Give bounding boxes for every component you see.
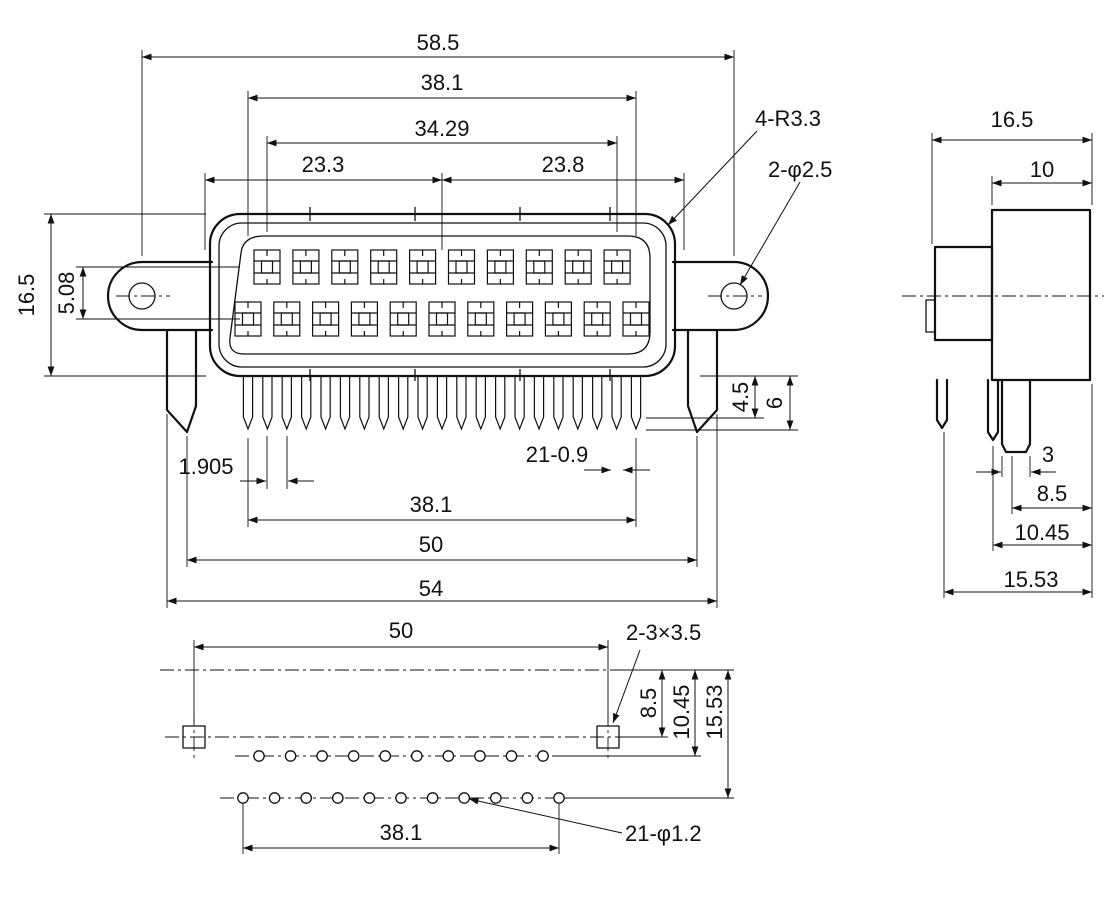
dim-front-row-span-top: 38.1 [421, 70, 464, 95]
dim-front-54: 54 [419, 576, 443, 601]
note-corner-radius: 4-R3.3 [755, 106, 821, 131]
front-view [106, 207, 770, 434]
dim-side-10-45: 10.45 [1014, 520, 1069, 545]
board-lock-left [165, 329, 198, 434]
leader-slot [612, 649, 641, 724]
note-leg-width: 21-0.9 [526, 442, 588, 467]
dim-front-23-8: 23.8 [542, 152, 585, 177]
side-body [990, 208, 1092, 382]
leader-hole [468, 797, 623, 834]
connector-body [208, 212, 677, 378]
side-view [902, 208, 1104, 454]
leader-corner-radius [667, 130, 758, 226]
mounting-pad-right [596, 725, 620, 749]
dim-footprint-15-53: 15.53 [702, 684, 727, 739]
footprint-view [160, 669, 734, 804]
front-labels: 58.5 38.1 34.29 23.3 23.8 4-R3.3 2-φ2.5 … [14, 30, 832, 601]
dim-side-10: 10 [1030, 157, 1054, 182]
mounting-ear-right [671, 260, 770, 332]
mounting-ear-left [106, 260, 214, 332]
side-dimensions [931, 133, 1093, 598]
mounting-pad-left [182, 725, 206, 749]
note-footprint-holes: 21-φ1.2 [625, 821, 702, 846]
dim-side-15-53: 15.53 [1003, 567, 1058, 592]
side-pin-rear [986, 378, 1000, 442]
dim-front-34-29: 34.29 [414, 116, 469, 141]
board-lock-right [686, 329, 719, 434]
footprint-labels: 50 2-3×3.5 8.5 10.45 15.53 38.1 21-φ1.2 [380, 618, 727, 846]
leader-ear-hole [739, 181, 801, 286]
side-labels: 16.5 10 3 8.5 10.45 15.53 [991, 107, 1070, 592]
dim-front-height: 16.5 [14, 274, 39, 317]
note-footprint-slots: 2-3×3.5 [626, 620, 701, 645]
dim-side-3: 3 [1042, 442, 1054, 467]
note-ear-holes: 2-φ2.5 [768, 157, 832, 182]
dim-front-leg-span: 38.1 [410, 492, 453, 517]
dim-footprint-38-1: 38.1 [380, 820, 423, 845]
dim-footprint-10-45: 10.45 [669, 684, 694, 739]
dim-side-depth: 16.5 [991, 107, 1034, 132]
dim-front-overall-width: 58.5 [417, 30, 460, 55]
shroud-cavity [229, 235, 651, 355]
side-pin-front [935, 378, 949, 430]
dim-front-leg-pitch: 1.905 [178, 454, 233, 479]
dim-front-leg-6: 6 [762, 397, 787, 409]
dim-front-leg-4-5: 4.5 [728, 382, 753, 413]
side-shroud [933, 245, 994, 342]
dim-front-50: 50 [419, 532, 443, 557]
dim-footprint-8-5: 8.5 [636, 688, 661, 719]
side-board-peg [1000, 378, 1032, 454]
front-dimensions [44, 50, 801, 608]
solder-legs [242, 376, 642, 430]
dim-footprint-50: 50 [389, 618, 413, 643]
footprint-dimensions [193, 640, 734, 854]
contact-row-bottom [234, 301, 650, 337]
dim-side-8-5: 8.5 [1037, 481, 1068, 506]
dim-front-23-3: 23.3 [302, 152, 345, 177]
contact-row-top [253, 249, 631, 285]
dim-front-row-pitch: 5.08 [54, 272, 79, 315]
